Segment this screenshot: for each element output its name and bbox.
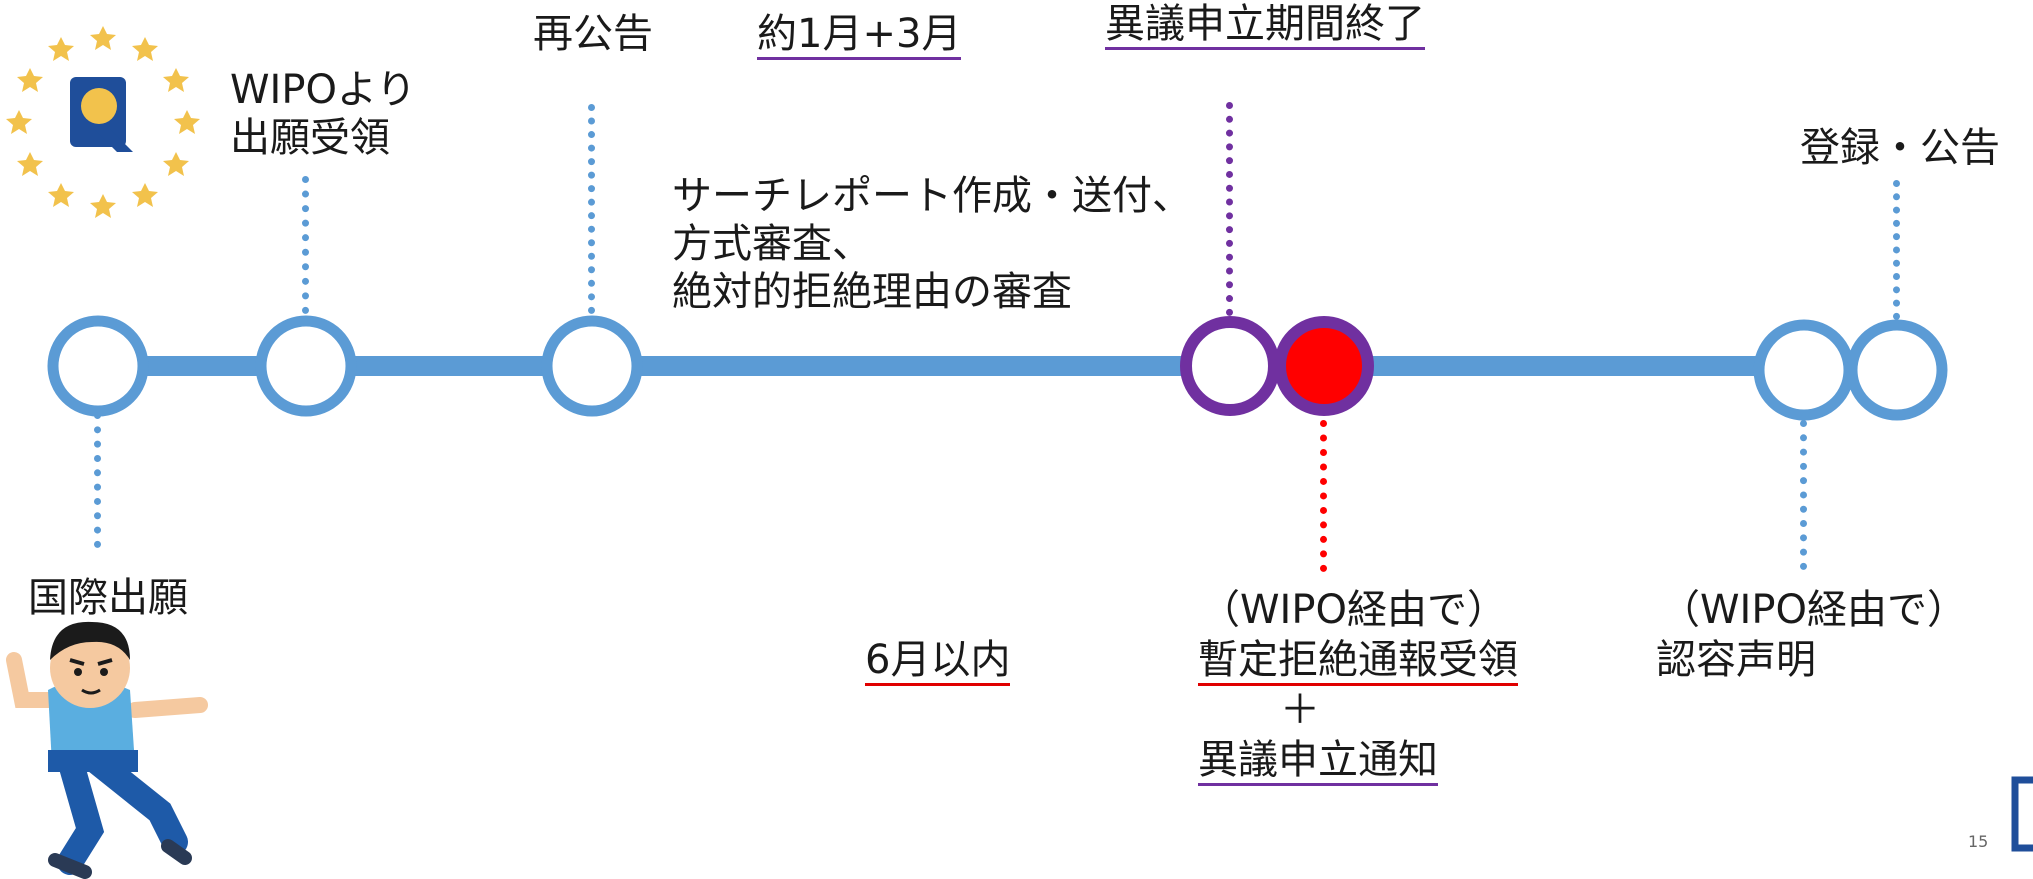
node-opposition-end [1180,316,1280,416]
opposition-end-text: 異議申立期間終了 [1105,1,1425,50]
node-international-filing [47,315,149,417]
connector-registration [1893,180,1900,320]
connector-international-filing [94,412,101,548]
person-illustration [6,621,208,879]
label-plus: ＋ [1280,687,1320,733]
node-grant-statement [1753,319,1855,421]
provisional-refusal-text: 暫定拒絶通報受領 [1198,637,1518,686]
timeline-bar [98,356,1918,376]
label-opposition-notice: 異議申立通知 [1198,736,1438,786]
label-wipo-receipt: WIPOより 出願受領 [230,67,417,161]
node-registration [1846,319,1948,421]
connector-opposition-end [1226,102,1233,316]
label-republication: 再公告 [533,11,653,57]
connector-republication [588,104,595,314]
connector-wipo-receipt [302,176,309,314]
six-months-text: 6月以内 [865,637,1011,686]
eu-trademark-logo [6,26,200,218]
label-six-months: 6月以内 [865,636,1011,686]
label-provisional-refusal: 暫定拒絶通報受領 [1198,636,1518,686]
node-provisional-refusal [1274,316,1374,416]
label-registration: 登録・公告 [1800,125,2000,171]
corner-bracket [2011,776,2033,852]
label-via-wipo-1: （WIPO経由で） [1200,587,1507,633]
connector-grant-statement [1800,420,1807,570]
label-opposition-end: 異議申立期間終了 [1105,0,1425,50]
node-republication [541,315,643,417]
node-wipo-receipt [255,315,357,417]
connector-provisional-refusal [1320,420,1327,572]
eu-star-ring-icon [6,26,200,218]
approx-period-text: 約1月+3月 [757,11,962,60]
page-number: 15 [1968,832,1989,851]
label-grant-statement: 認容声明 [1656,637,1816,683]
label-examination: サーチレポート作成・送付、 方式審査、 絶対的拒絶理由の審査 [672,173,1192,315]
label-approx-period: 約1月+3月 [757,10,962,60]
label-via-wipo-2: （WIPO経由で） [1660,587,1967,633]
label-international-filing: 国際出願 [28,575,188,621]
opposition-notice-text: 異議申立通知 [1198,737,1438,786]
